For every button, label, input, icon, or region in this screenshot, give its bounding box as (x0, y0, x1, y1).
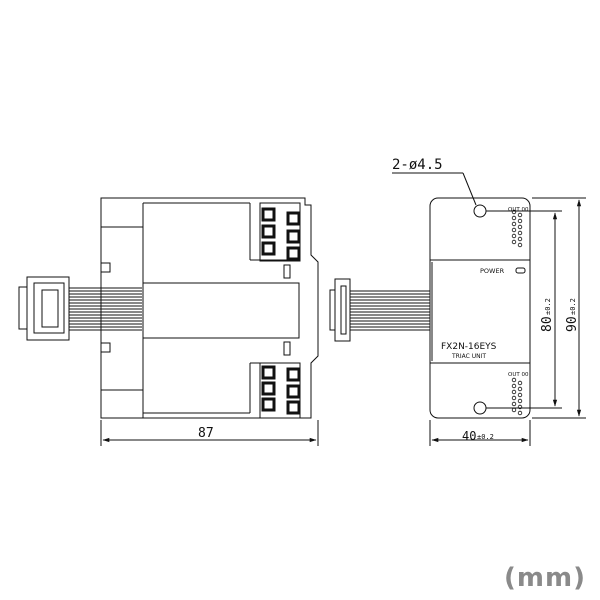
front-terminal-strip-bottom (511, 377, 523, 416)
side-ribbon-cable (69, 287, 142, 331)
mounting-hole-bottom (473, 401, 487, 415)
units-label: (mm) (504, 563, 586, 593)
dim-label-40-group: 40 ±0.2 (462, 429, 494, 443)
dim-label-90: 90 (565, 316, 580, 332)
side-view (18, 197, 319, 446)
side-connector-band (142, 282, 300, 339)
power-led (515, 267, 526, 274)
front-ribbon-cable (350, 290, 430, 331)
front-body-outline (429, 197, 531, 419)
dim-label-40: 40 (462, 429, 476, 443)
side-terminal-block-bottom (259, 362, 301, 419)
dim-label-90-tol: ±0.2 (569, 298, 577, 315)
dim-label-80: 80 (540, 316, 555, 332)
mounting-hole-top (473, 204, 487, 218)
model-label: FX2N-16EYS (441, 342, 497, 352)
side-terminal-block-top (259, 202, 301, 262)
out-label-bottom: OUT 00 (508, 372, 529, 378)
side-cable-connector (18, 286, 28, 330)
hole-callout-label: 2-ø4.5 (392, 157, 443, 173)
dim-label-80-tol: ±0.2 (544, 298, 552, 315)
side-body-outline (100, 197, 319, 419)
dim-label-87: 87 (198, 426, 214, 441)
out-label-top: OUT 00 (508, 207, 529, 213)
unit-type-label: TRIAC UNIT (451, 353, 486, 360)
front-cable-connector (334, 278, 351, 342)
dim-label-40-tol: ±0.2 (477, 433, 494, 441)
dim-label-80-group: 80 ±0.2 (540, 298, 555, 332)
dim-label-90-group: 90 ±0.2 (565, 298, 580, 332)
front-terminal-strip-top (511, 209, 523, 248)
power-label: POWER (480, 267, 505, 275)
front-view (329, 172, 586, 446)
